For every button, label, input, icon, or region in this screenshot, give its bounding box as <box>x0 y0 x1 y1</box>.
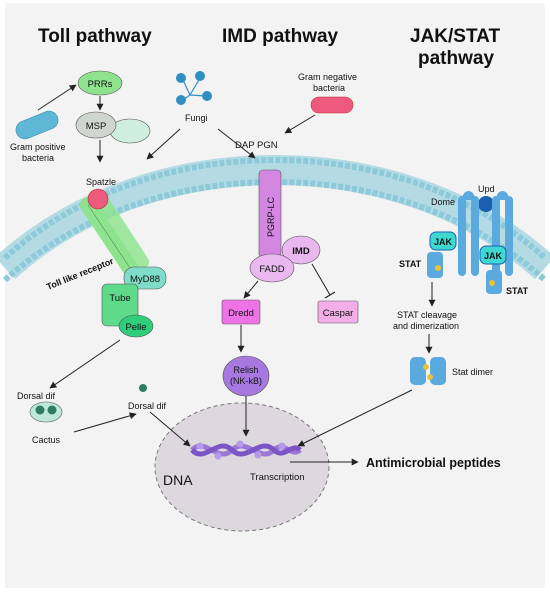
cactus-complex <box>29 401 63 423</box>
arrow-gram-negative-to-dap <box>284 114 316 134</box>
stat-dimer <box>410 357 446 385</box>
fungi-label: Fungi <box>185 113 208 123</box>
dna-label: DNA <box>163 472 193 488</box>
tube-label: Tube <box>109 293 130 304</box>
arrow-dorsal-to-dna <box>149 411 191 447</box>
stat-left <box>427 252 443 278</box>
upd: Upd <box>478 184 495 212</box>
relish: Relish (NK-kB) <box>222 355 270 397</box>
arrow-fadd-to-dredd <box>243 280 259 299</box>
spatzle <box>87 188 109 210</box>
dorsal-dif-left-label: Dorsal dif <box>17 391 56 401</box>
fadd: FADD <box>249 253 295 283</box>
prrs-label: PRRs <box>88 79 113 90</box>
arrow-cactus-to-dorsal <box>73 412 137 433</box>
stat-dimer-label: Stat dimer <box>452 367 493 377</box>
dredd: Dredd <box>221 299 261 325</box>
gram-negative-bacteria <box>310 96 354 114</box>
imd: IMD <box>281 235 321 265</box>
jak-left: JAK <box>429 231 457 251</box>
relish-label-2: (NK-kB) <box>230 376 262 386</box>
nucleus <box>154 402 330 532</box>
background-panel <box>5 3 545 588</box>
dredd-label: Dredd <box>228 308 254 319</box>
stat-right <box>486 270 502 294</box>
dorsal-dif-free <box>139 384 147 392</box>
stat-cleavage-label-2: and dimerization <box>393 321 459 331</box>
myd88: MyD88 <box>123 266 167 290</box>
spatzle-label: Spatzle <box>86 177 116 187</box>
toll-pathway-title: Toll pathway <box>38 26 152 47</box>
gram-positive-label-1: Gram positive <box>10 142 66 152</box>
msp: MSP <box>75 111 151 144</box>
jak-right-label: JAK <box>484 251 503 261</box>
fadd-label: FADD <box>259 264 284 275</box>
transcription-label: Transcription <box>250 472 305 483</box>
gram-positive-label-2: bacteria <box>22 153 54 163</box>
arrow-fungi-to-toll <box>146 128 181 160</box>
jak-right: JAK <box>479 245 507 265</box>
myd88-label: MyD88 <box>130 274 160 285</box>
caspar-label: Caspar <box>323 308 354 319</box>
arrow-fungi-to-pgrp <box>217 128 256 159</box>
gram-positive-bacteria <box>15 110 59 140</box>
arrow-bacteria-to-prrs <box>37 84 77 111</box>
stat-right-label: STAT <box>506 286 529 296</box>
jak-stat-title-line1: JAK/STAT <box>410 26 500 47</box>
pgrp-lc: PGRP-LC <box>258 169 282 259</box>
dome-label: Dome <box>431 197 455 207</box>
stat-left-label: STAT <box>399 259 422 269</box>
msp-label: MSP <box>86 121 107 132</box>
fungi <box>176 71 212 105</box>
imd-inhibits-caspar <box>311 263 336 299</box>
jak-stat-title-line2: pathway <box>418 48 494 69</box>
antimicrobial-peptides-label: Antimicrobial peptides <box>366 456 501 470</box>
gram-negative-label-1: Gram negative <box>298 72 357 82</box>
toll-like-receptor <box>80 191 149 276</box>
stat-cleavage-label-1: STAT cleavage <box>397 310 457 320</box>
prrs: PRRs <box>77 70 123 96</box>
cactus-label: Cactus <box>32 435 61 445</box>
imd-pathway-title: IMD pathway <box>222 26 339 47</box>
pgrp-lc-label: PGRP-LC <box>266 196 276 237</box>
dorsal-dif-right-label: Dorsal dif <box>128 401 167 411</box>
arrow-dimer-to-dna <box>297 389 413 447</box>
pelle-label: Pelle <box>125 322 146 333</box>
imd-label: IMD <box>292 246 310 257</box>
arrow-pelle-to-dorsal <box>49 339 121 389</box>
dna-helix <box>190 440 302 460</box>
caspar: Caspar <box>317 300 359 324</box>
gram-negative-label-2: bacteria <box>313 83 345 93</box>
pelle: Pelle <box>118 314 154 338</box>
jak-left-label: JAK <box>434 237 453 247</box>
relish-label-1: Relish <box>233 365 258 375</box>
upd-label: Upd <box>478 184 495 194</box>
dap-pgn-label: DAP PGN <box>235 140 278 151</box>
